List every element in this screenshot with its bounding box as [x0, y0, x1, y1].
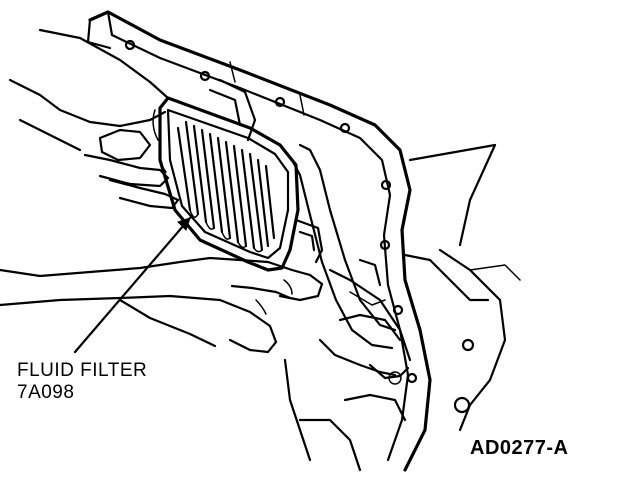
upper-hand — [8, 28, 180, 210]
part-number-label: 7A098 — [17, 382, 75, 403]
leader-line — [73, 216, 192, 354]
transmission-case — [86, 10, 521, 472]
lower-hand — [0, 256, 324, 354]
figure-id-label: AD0277-A — [470, 437, 569, 459]
fluid-filter-label: FLUID FILTER — [17, 360, 148, 381]
fluid-filter — [158, 96, 324, 272]
valve-body — [208, 78, 412, 385]
